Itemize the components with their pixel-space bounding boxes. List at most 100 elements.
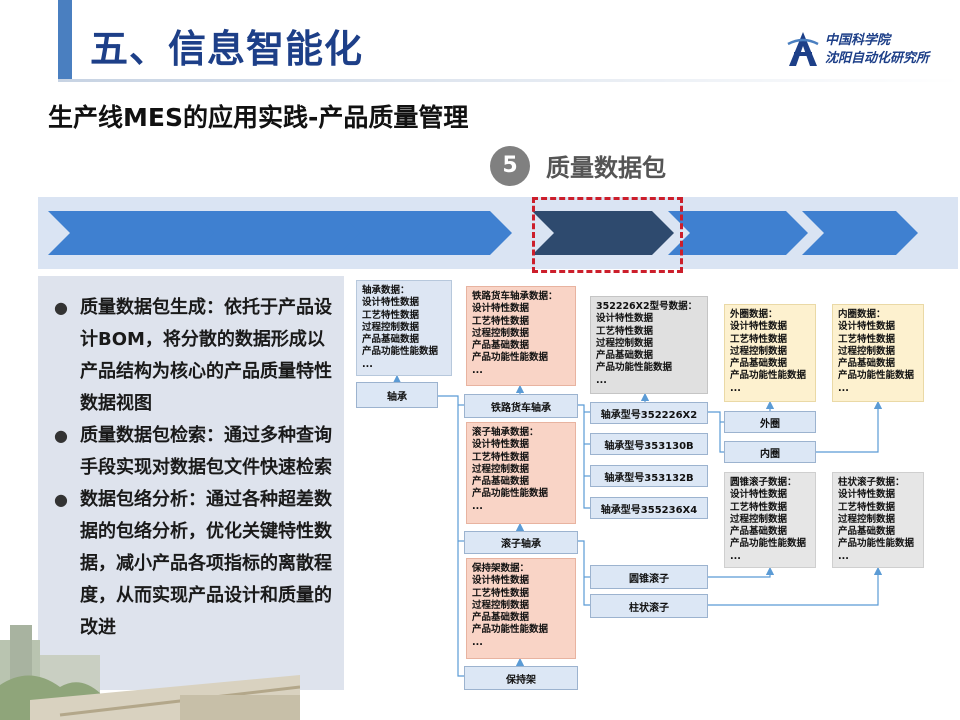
data-box-line: 产品基础数据	[596, 350, 654, 362]
data-box-cylindrical-roller: 柱状滚子数据：设计特性数据工艺特性数据过程控制数据产品基础数据产品功能性能数据.…	[832, 472, 924, 568]
data-box-line: 产品功能性能数据	[596, 362, 673, 374]
data-box-line: 工艺特性数据	[362, 309, 420, 321]
logo-line-1: 中国科学院	[825, 33, 891, 48]
data-box-title: 圆锥滚子数据：	[730, 477, 797, 488]
data-box-line: ...	[472, 636, 483, 648]
data-box-line: 产品基础数据	[730, 526, 788, 538]
node-model-355236X4: 轴承型号355236X4	[590, 497, 708, 519]
chevron-step-4-active	[532, 211, 674, 255]
data-box-line: 产品功能性能数据	[838, 370, 915, 382]
node-bearing: 轴承	[356, 382, 438, 408]
data-box-line: 产品功能性能数据	[362, 346, 439, 358]
data-box-line: 产品功能性能数据	[838, 538, 915, 550]
data-box-line: 过程控制数据	[730, 513, 788, 525]
data-box-line: 设计特性数据	[472, 575, 530, 587]
node-railway-bearing: 铁路货车轴承	[464, 394, 578, 418]
data-box-title: 滚子轴承数据：	[472, 427, 539, 438]
data-box-line: 过程控制数据	[472, 599, 530, 611]
data-box-line: 设计特性数据	[362, 297, 420, 309]
data-box-line: 过程控制数据	[596, 337, 654, 349]
data-box-line: 工艺特性数据	[730, 333, 788, 345]
data-box-line: 产品基础数据	[472, 340, 530, 352]
data-box-line: ...	[472, 500, 483, 512]
data-box-line: ...	[838, 382, 849, 394]
node-model-352226X2: 轴承型号352226X2	[590, 402, 708, 424]
data-box-line: 产品功能性能数据	[472, 488, 549, 500]
data-box-line: 设计特性数据	[596, 313, 654, 325]
data-box-title: 内圈数据：	[838, 309, 886, 320]
data-box-line: ...	[730, 550, 741, 562]
step-number-badge: 5	[490, 146, 530, 186]
data-box-tapered-roller: 圆锥滚子数据：设计特性数据工艺特性数据过程控制数据产品基础数据产品功能性能数据.…	[724, 472, 816, 568]
data-box-railway-bearing: 铁路货车轴承数据：设计特性数据工艺特性数据过程控制数据产品基础数据产品功能性能数…	[466, 286, 576, 386]
chevron-step-6	[802, 211, 918, 255]
data-box-line: 产品功能性能数据	[730, 370, 807, 382]
data-box-line: 过程控制数据	[362, 321, 420, 333]
data-box-model-352226X2: 352226X2型号数据：设计特性数据工艺特性数据过程控制数据产品基础数据产品功…	[590, 296, 708, 394]
data-box-line: 过程控制数据	[838, 345, 896, 357]
chevron-step-1	[48, 211, 220, 255]
node-cylindrical-roller: 柱状滚子	[590, 594, 708, 618]
bullet-dot-icon: ●	[54, 490, 68, 509]
data-box-line: 产品基础数据	[838, 526, 896, 538]
node-inner-ring: 内圈	[724, 441, 816, 463]
section-subtitle: 生产线MES的应用实践-产品质量管理	[48, 103, 469, 132]
data-box-title: 保持架数据：	[472, 563, 530, 574]
data-box-line: 产品基础数据	[472, 612, 530, 624]
chevron-step-5	[668, 211, 808, 255]
data-box-line: 产品功能性能数据	[730, 538, 807, 550]
page-title: 五、信息智能化	[90, 27, 364, 71]
chevron-step-2	[192, 211, 366, 255]
data-box-title: 轴承数据：	[362, 285, 410, 296]
data-box-title: 外圈数据：	[730, 309, 778, 320]
data-box-title: 铁路货车轴承数据：	[472, 291, 558, 302]
data-box-line: 设计特性数据	[472, 303, 530, 315]
header-accent-bar	[58, 0, 72, 80]
bullet-dot-icon: ●	[54, 298, 68, 317]
bullet-dot-icon: ●	[54, 426, 68, 445]
data-box-line: 过程控制数据	[472, 327, 530, 339]
node-roller-bearing: 滚子轴承	[464, 531, 578, 554]
data-box-line: 设计特性数据	[730, 321, 788, 333]
data-box-line: 产品功能性能数据	[472, 352, 549, 364]
node-tapered-roller: 圆锥滚子	[590, 565, 708, 589]
campus-illustration	[0, 625, 300, 720]
data-box-outer-ring: 外圈数据：设计特性数据工艺特性数据过程控制数据产品基础数据产品功能性能数据...	[724, 304, 816, 402]
data-box-line: 过程控制数据	[730, 345, 788, 357]
data-box-line: ...	[838, 550, 849, 562]
chevron-step-3	[338, 211, 512, 255]
data-box-line: 工艺特性数据	[472, 587, 530, 599]
data-box-line: 设计特性数据	[838, 489, 896, 501]
data-box-line: 工艺特性数据	[472, 451, 530, 463]
process-chevron-band	[38, 197, 958, 269]
data-box-line: 过程控制数据	[472, 463, 530, 475]
data-box-title: 352226X2型号数据：	[596, 301, 698, 312]
data-box-title: 柱状滚子数据：	[838, 477, 905, 488]
data-box-cage: 保持架数据：设计特性数据工艺特性数据过程控制数据产品基础数据产品功能性能数据..…	[466, 558, 576, 659]
data-box-roller-bearing: 滚子轴承数据：设计特性数据工艺特性数据过程控制数据产品基础数据产品功能性能数据.…	[466, 422, 576, 524]
node-cage: 保持架	[464, 666, 578, 690]
bullet-item: ●质量数据包生成：依托于产品设计BOM，将分散的数据形成以产品结构为核心的产品质…	[54, 297, 332, 414]
logo-emblem-icon	[787, 32, 819, 66]
title-divider	[58, 79, 960, 82]
data-box-line: 设计特性数据	[838, 321, 896, 333]
data-box-line: 工艺特性数据	[472, 315, 530, 327]
data-box-line: ...	[730, 382, 741, 394]
node-model-353130B: 轴承型号353130B	[590, 433, 708, 455]
data-box-line: 设计特性数据	[472, 439, 530, 451]
institute-logo: 中国科学院 沈阳自动化研究所	[785, 30, 935, 70]
data-box-line: 产品基础数据	[472, 476, 530, 488]
data-box-line: ...	[362, 358, 373, 370]
data-box-line: 产品基础数据	[838, 358, 896, 370]
active-step-highlight	[532, 197, 683, 273]
data-box-line: 工艺特性数据	[596, 325, 654, 337]
data-box-line: ...	[472, 364, 483, 376]
step-label: 质量数据包	[546, 154, 666, 182]
data-box-line: 产品基础数据	[362, 334, 420, 346]
node-outer-ring: 外圈	[724, 411, 816, 433]
data-box-line: 产品基础数据	[730, 358, 788, 370]
data-box-line: 产品功能性能数据	[472, 624, 549, 636]
process-chevrons	[48, 211, 918, 255]
bullet-item: ●数据包络分析：通过各种超差数据的包络分析，优化关键特性数据，减小产品各项指标的…	[54, 489, 332, 638]
